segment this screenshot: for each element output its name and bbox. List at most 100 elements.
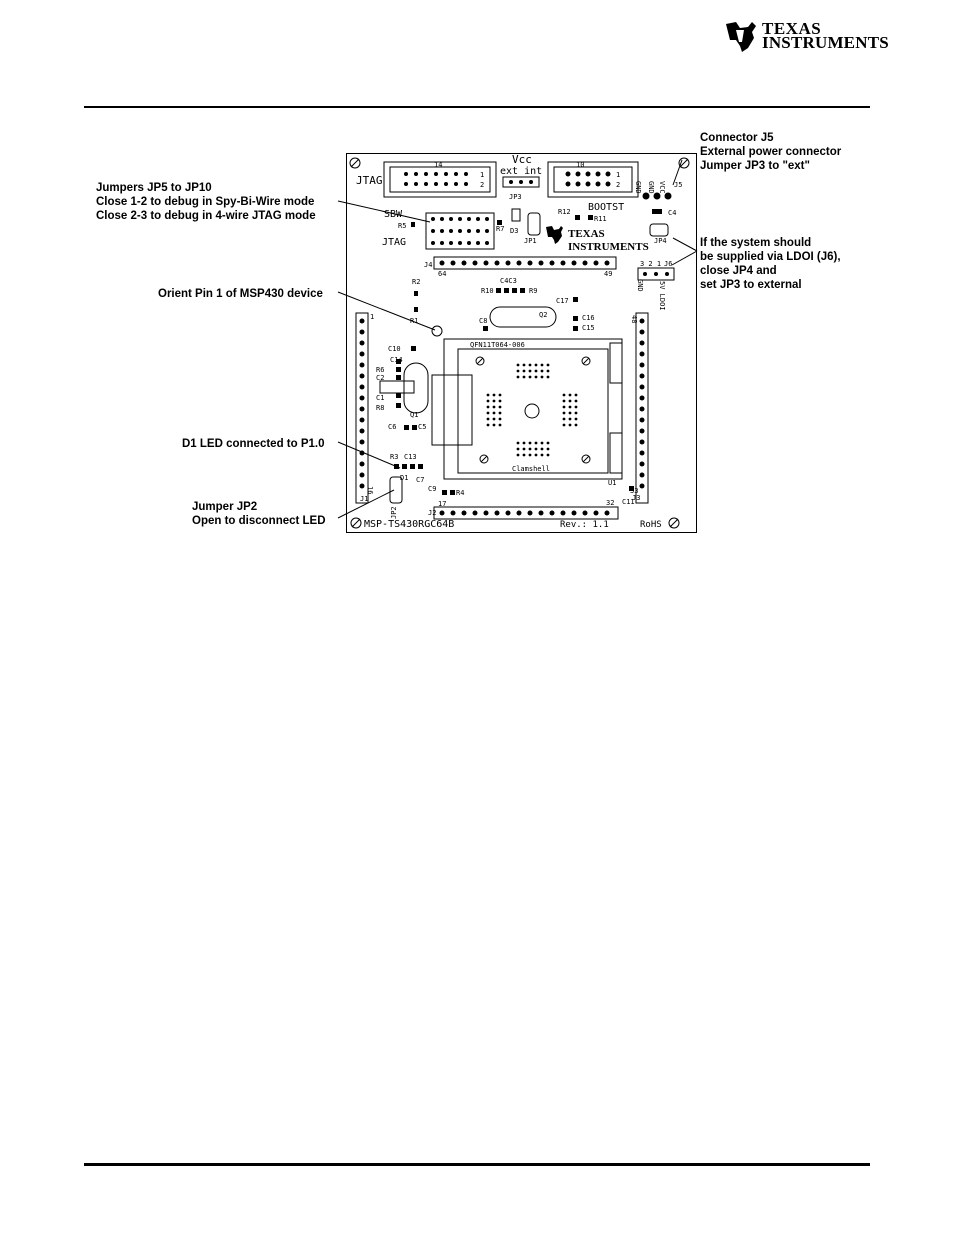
label-jp4: JP4 [654, 237, 667, 245]
label-pin-33: 33 [630, 487, 638, 495]
label-j3: J3 [632, 494, 640, 502]
pin1-marker [431, 325, 443, 337]
jp3-jumper [502, 176, 540, 188]
label-j6-5v-ldoi: 5V LDOI [658, 281, 666, 311]
label-jtag-pin2: 2 [480, 181, 484, 189]
jp4-jumper [649, 223, 669, 237]
label-bootst-pin1: 1 [616, 171, 620, 179]
mount-hole-icon [668, 517, 680, 529]
callout-d1: D1 LED connected to P1.0 [182, 437, 325, 451]
pcb-svg: JTAG Vcc ext int JP3 BOOTST SBW JTAG R5 … [346, 153, 697, 533]
board-brand-line-2: Instruments [568, 241, 649, 253]
label-pin-49: 49 [604, 270, 612, 278]
label-j5: J5 [674, 181, 682, 189]
jtag-header [383, 161, 497, 198]
brand-line-2: Instruments [762, 33, 889, 52]
callout-pin1: Orient Pin 1 of MSP430 device [158, 287, 323, 301]
label-r12: R12 [558, 208, 571, 216]
label-r5: R5 [398, 222, 406, 230]
j1-header [355, 312, 369, 504]
label-c16: C16 [582, 314, 595, 322]
header-rule [84, 106, 870, 108]
callout-line: close JP4 and [700, 265, 777, 277]
mount-hole-icon [349, 157, 361, 169]
label-c4c3: C4C3 [500, 277, 517, 285]
label-d3: D3 [510, 227, 518, 235]
callout-jumpers: Jumpers JP5 to JP10 Close 1-2 to debug i… [96, 181, 337, 223]
label-r7: R7 [496, 225, 504, 233]
label-c8: C8 [479, 317, 487, 325]
label-c14: C14 [390, 356, 403, 364]
label-jtag-2: JTAG [382, 237, 406, 248]
label-j5-gnd-2: GND [647, 181, 655, 194]
callout-line: set JP3 to external [700, 279, 802, 291]
q1-crystal [403, 362, 429, 414]
mount-hole-icon [350, 517, 362, 529]
label-c17: C17 [556, 297, 569, 305]
callout-line: Open to disconnect LED [192, 515, 326, 527]
callout-j5: Connector J5 External power connector Ju… [700, 131, 841, 173]
pin-dots [359, 171, 672, 516]
callout-ldoi: If the system should be supplied via LDO… [700, 236, 841, 292]
label-rev: Rev.: 1.1 [560, 520, 609, 530]
callout-line: Connector J5 [700, 132, 774, 144]
pcb-board-drawing: JTAG Vcc ext int JP3 BOOTST SBW JTAG R5 … [346, 153, 697, 533]
callout-jp2: Jumper JP2 Open to disconnect LED [192, 500, 326, 528]
j3-header [635, 312, 649, 504]
qfn-socket [443, 338, 623, 480]
label-pin-64: 64 [438, 270, 446, 278]
label-r2: R2 [412, 278, 420, 286]
label-jtag: JTAG [356, 174, 383, 187]
label-r11: R11 [594, 215, 607, 223]
label-pin-17: 17 [438, 500, 446, 508]
j2-header [433, 506, 619, 520]
callout-line: D1 LED connected to P1.0 [182, 438, 325, 450]
callout-line: Orient Pin 1 of MSP430 device [158, 288, 323, 300]
label-bootst: BOOTST [588, 202, 624, 213]
label-pin-32: 32 [606, 499, 614, 507]
label-c10: C10 [388, 345, 401, 353]
callout-line: If the system should [700, 237, 812, 249]
label-rohs: RoHS [640, 520, 662, 530]
jumper-block [425, 212, 495, 250]
callout-line: Jumper JP3 to "ext" [700, 160, 810, 172]
label-pin-16: 16 [366, 486, 374, 494]
label-clamshell: Clamshell [512, 465, 550, 473]
callout-line: External power connector [700, 146, 842, 158]
label-c9: C9 [428, 485, 436, 493]
callout-line: Close 1-2 to debug in Spy-Bi-Wire mode [96, 196, 315, 208]
label-socket: QFN11T064-006 [470, 341, 525, 349]
label-q1: Q1 [410, 411, 418, 419]
q2-crystal [489, 306, 557, 328]
label-jtag-14: 14 [434, 161, 442, 169]
label-j6: J6 [664, 260, 672, 268]
label-pin-48: 48 [630, 315, 638, 323]
label-vcc: Vcc [512, 153, 532, 166]
label-r6: R6 [376, 366, 384, 374]
label-c15: C15 [582, 324, 595, 332]
board-outline [346, 153, 697, 533]
label-r9: R9 [529, 287, 537, 295]
label-bootst-10: 10 [576, 161, 584, 169]
label-q2: Q2 [539, 311, 547, 319]
label-d1: D1 [400, 474, 408, 482]
label-c2: C2 [376, 374, 384, 382]
label-sbw: SBW [384, 209, 403, 220]
bootst-header [547, 161, 639, 198]
brand-wordmark: Texas Instruments [762, 20, 889, 52]
callout-line: Jumpers JP5 to JP10 [96, 182, 212, 194]
callout-line: Close 2-3 to debug in 4-wire JTAG mode [96, 210, 316, 222]
label-jp3: JP3 [509, 193, 522, 201]
label-jtag-pin1: 1 [480, 171, 484, 179]
label-c1: C1 [376, 394, 384, 402]
label-bootst-pin2: 2 [616, 181, 620, 189]
callout-line: be supplied via LDOI (J6), [700, 251, 841, 263]
label-j4: J4 [424, 261, 432, 269]
label-c6: C6 [388, 423, 396, 431]
label-j5-vcc: VCC [658, 181, 666, 194]
board-ti-logo-icon [546, 226, 563, 244]
footer-rule [84, 1163, 870, 1166]
board-labels: JTAG Vcc ext int JP3 BOOTST SBW JTAG R5 … [356, 153, 682, 530]
label-pin-1: 1 [370, 313, 374, 321]
label-j1: J1 [360, 495, 368, 503]
